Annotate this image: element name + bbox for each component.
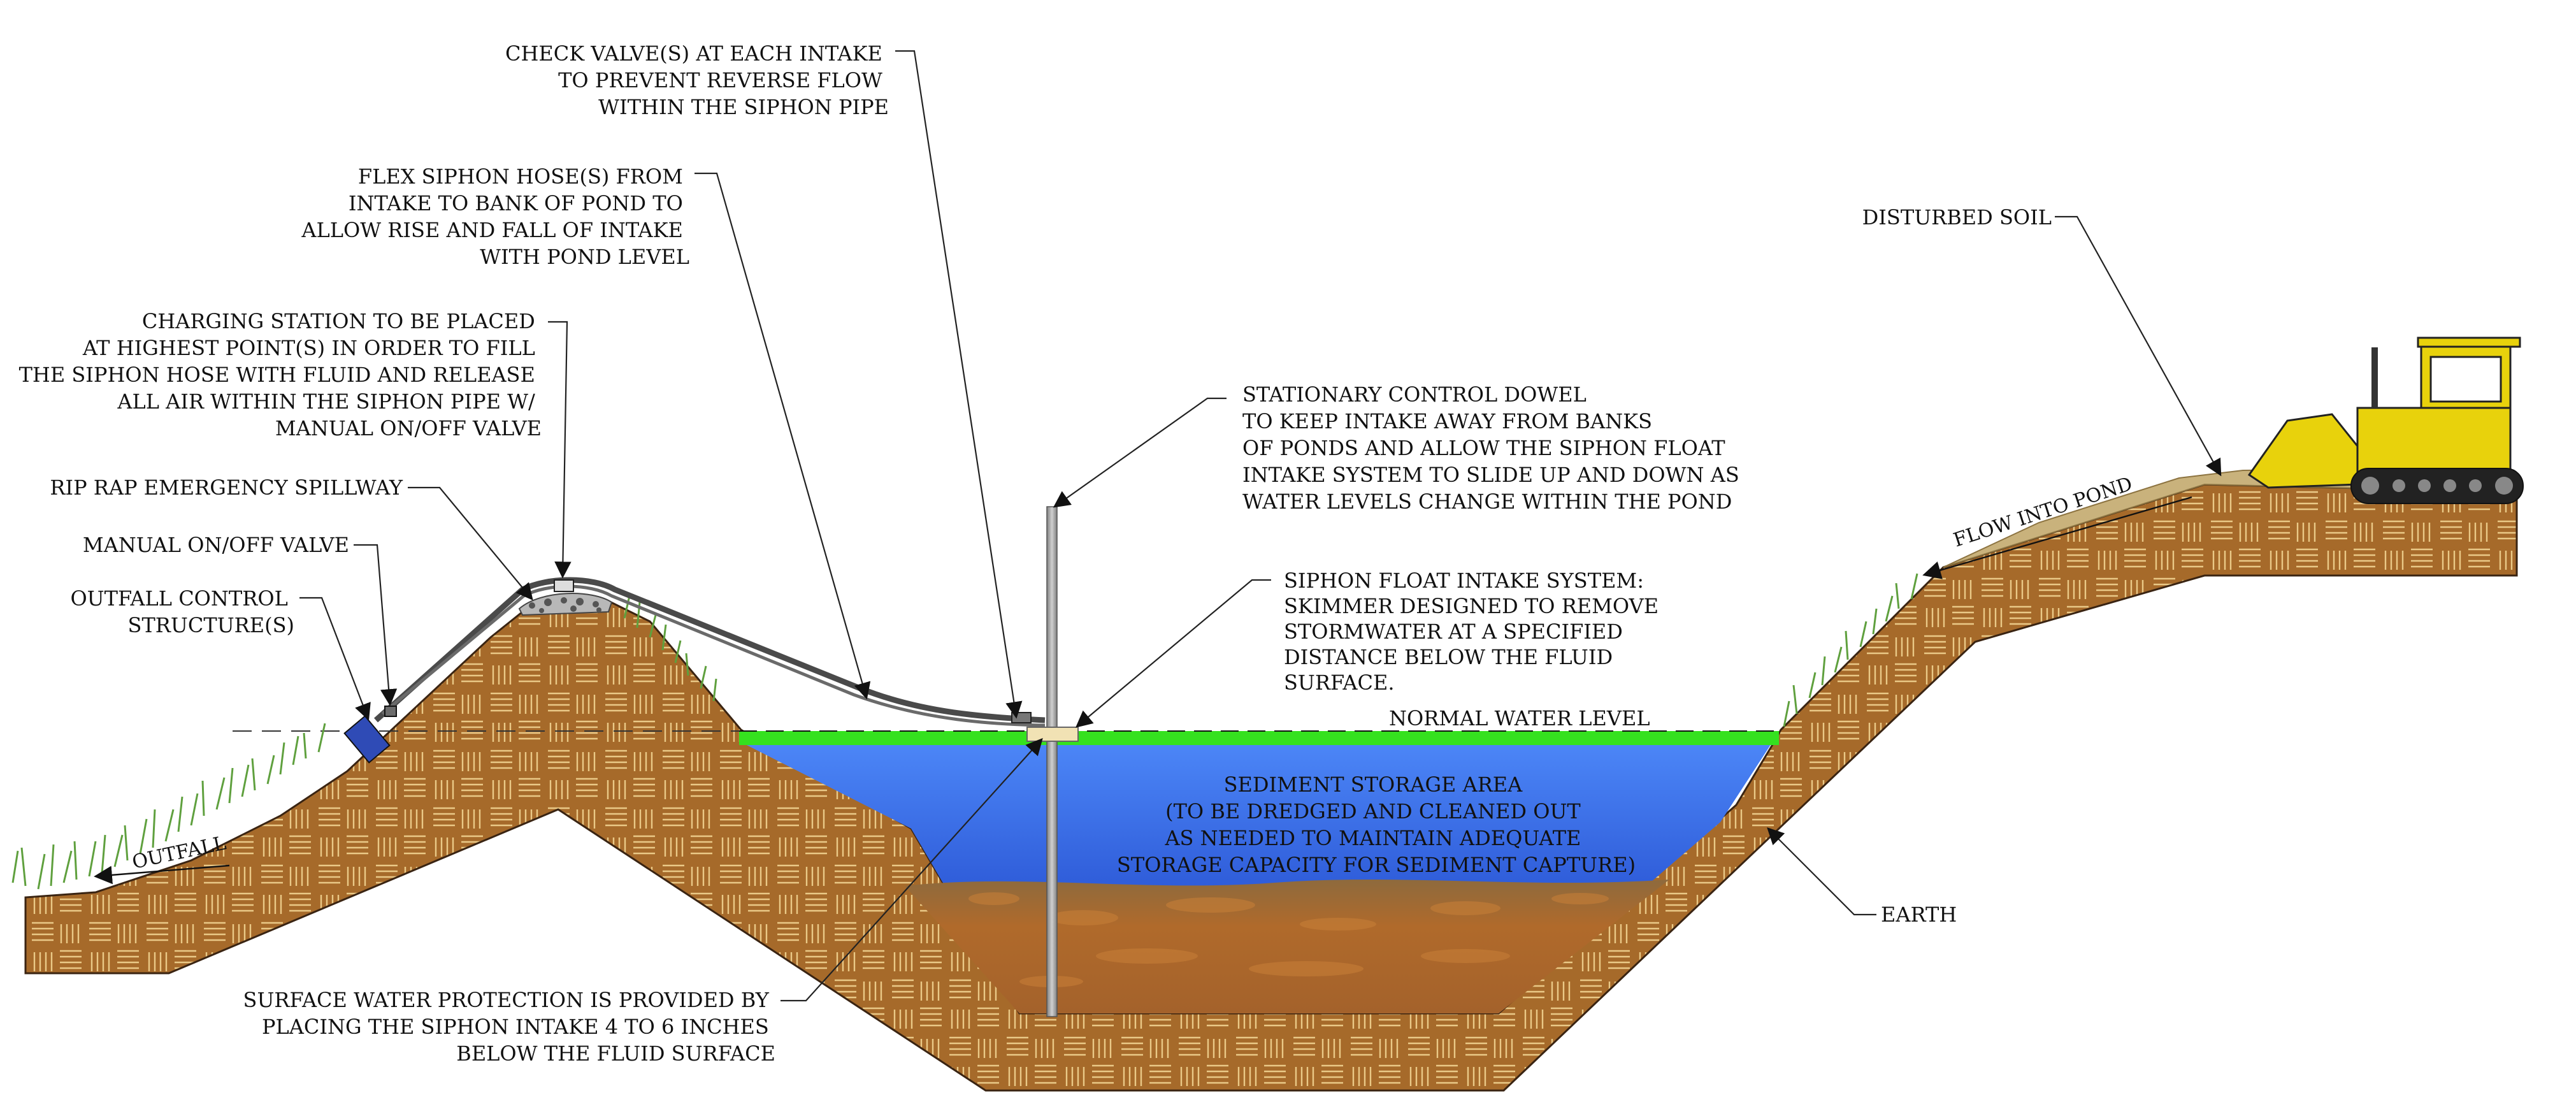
grass-left: [11, 723, 326, 890]
leader-earth: [1767, 827, 1876, 916]
grass-right-bank: [1783, 573, 1918, 727]
label-dowel: STATIONARY CONTROL DOWEL TO KEEP INTAKE …: [1242, 382, 1746, 514]
flow-into-pond-arrow: [1922, 496, 2192, 579]
label-earth: EARTH: [1881, 902, 1957, 927]
label-manual-valve: MANUAL ON/OFF VALVE: [83, 533, 349, 557]
label-charging-station: CHARGING STATION TO BE PLACED AT HIGHEST…: [19, 309, 542, 440]
leader-check-valve: [895, 50, 1023, 719]
leader-outfall-control: [299, 597, 371, 721]
label-flex-hose: FLEX SIPHON HOSE(S) FROM INTAKE TO BANK …: [301, 164, 689, 269]
leader-charging-station: [548, 321, 572, 579]
charging-station: [554, 579, 574, 592]
sediment-texture: [968, 892, 1609, 987]
float-intake: [1026, 727, 1079, 742]
label-rip-rap: RIP RAP EMERGENCY SPILLWAY: [50, 475, 403, 500]
label-check-valve: CHECK VALVE(S) AT EACH INTAKE TO PREVENT…: [505, 41, 889, 119]
rip-rap-stones: [529, 597, 601, 613]
label-surface-protection: SURFACE WATER PROTECTION IS PROVIDED BY …: [243, 988, 775, 1066]
label-normal-water: NORMAL WATER LEVEL: [1389, 706, 1650, 730]
leader-rip-rap: [408, 486, 533, 601]
label-sediment-storage: SEDIMENT STORAGE AREA (TO BE DREDGED AND…: [1117, 772, 1636, 877]
control-dowel: [1046, 506, 1058, 1017]
outfall-control-structure: [343, 715, 391, 764]
grass-berm: [623, 595, 717, 702]
leader-manual-valve: [354, 544, 398, 706]
leader-disturbed-soil: [2055, 215, 2222, 477]
leader-dowel: [1053, 397, 1227, 508]
label-outfall-control: OUTFALL CONTROL STRUCTURE(S): [70, 586, 294, 637]
check-valve: [1011, 712, 1032, 723]
leader-flex-hose: [694, 172, 871, 700]
leader-float-intake: [1075, 579, 1271, 728]
leader-surface-protection: [781, 738, 1043, 1002]
label-float-intake: SIPHON FLOAT INTAKE SYSTEM: SKIMMER DESI…: [1284, 569, 1665, 695]
bulldozer: [2247, 337, 2524, 504]
leader-lines: [299, 50, 2222, 1002]
manual-valve: [384, 706, 397, 717]
water-surface: [739, 731, 1779, 745]
label-disturbed-soil: DISTURBED SOIL: [1862, 205, 2052, 229]
earth-body: [24, 483, 2518, 1092]
outfall-arrow: [94, 864, 230, 885]
